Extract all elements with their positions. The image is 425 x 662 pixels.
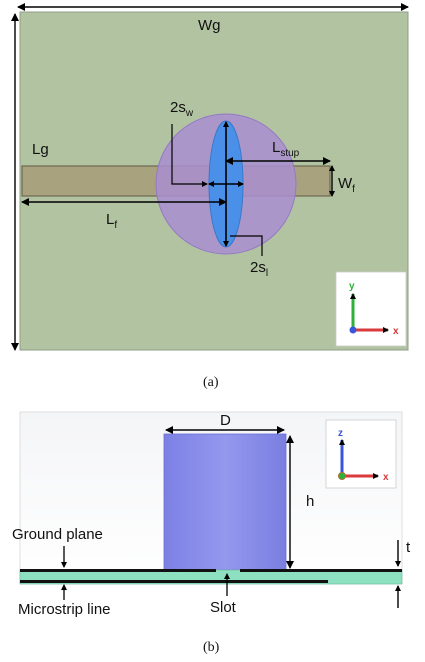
wg-label: Wg — [198, 17, 221, 34]
lstup-label: Lstup — [272, 139, 300, 159]
axis-z-label: z — [338, 428, 343, 439]
lg-label: Lg — [32, 141, 49, 158]
microstrip-line-layer — [20, 580, 328, 583]
sw-label: 2sw — [170, 99, 194, 119]
caption-b: (b) — [203, 640, 220, 655]
sl-leader — [230, 235, 263, 256]
dra-cylinder — [163, 433, 287, 571]
caption-a: (a) — [203, 375, 219, 390]
slot-label: Slot — [210, 599, 237, 616]
ground-plane-layer-right — [240, 569, 402, 572]
axis-triad-xy: y x — [335, 271, 407, 347]
axis-x-label: x — [393, 326, 399, 337]
y-axis-dot — [338, 472, 346, 480]
ground-plane-label: Ground plane — [12, 526, 103, 543]
t-label: t — [406, 539, 411, 556]
panel-b-side-view: D h t Ground plane Microstrip line Slot … — [12, 411, 411, 618]
lf-label: Lf — [106, 211, 117, 231]
ground-plane-layer — [20, 569, 216, 572]
axis-y-label: y — [349, 281, 355, 292]
axis-triad-zx: z x — [325, 419, 397, 489]
wf-label: Wf — [338, 175, 355, 195]
sl-label: 2sl — [250, 259, 268, 279]
sw-leader — [171, 124, 208, 187]
h-label: h — [306, 493, 314, 510]
d-label: D — [220, 412, 231, 429]
axis-x-label-b: x — [383, 472, 389, 483]
panel-a-top-view: Wg Lg Lf Lstup Wf 2sw 2sl y x — [11, 3, 409, 351]
microstrip-label: Microstrip line — [18, 601, 111, 618]
z-axis-dot — [349, 326, 357, 334]
